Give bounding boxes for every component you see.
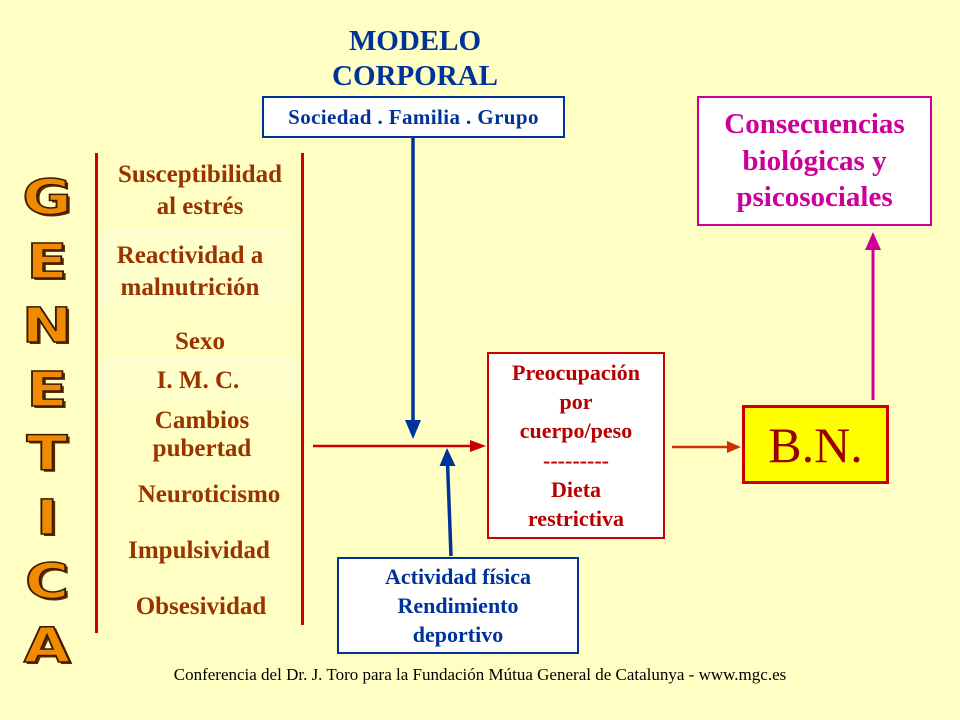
factor-line: Sexo — [175, 328, 225, 355]
society-label: Sociedad . Familia . Grupo — [288, 104, 539, 129]
factor-puberty-changes: Cambios pubertad — [102, 407, 302, 463]
factor-line: Neuroticismo — [137, 481, 281, 508]
factor-line: Impulsividad — [128, 537, 270, 564]
activity-line-2: Rendimiento — [397, 593, 519, 618]
factor-line: al estrés — [156, 193, 244, 220]
factor-obsessiveness: Obsesividad — [101, 591, 301, 623]
model-title-line-2: CORPORAL — [332, 60, 498, 92]
factor-line: Reactividad a — [116, 242, 264, 269]
footer-credit: Conferencia del Dr. J. Toro para la Fund… — [173, 665, 787, 684]
consequences-line-1: Consecuencias — [724, 108, 905, 141]
factor-line: Cambios — [154, 407, 250, 434]
society-to-center-arrow — [405, 137, 421, 439]
concern-to-bn-arrow — [672, 441, 741, 453]
factor-line: malnutrición — [120, 274, 260, 301]
factors-right-line — [301, 153, 304, 625]
concern-line-6: restrictiva — [527, 505, 625, 531]
genetics-vertical-label: GENETICA — [11, 169, 83, 683]
concern-separator: --------- — [543, 447, 609, 473]
factor-malnutrition-reactivity: Reactividad a malnutrición — [90, 240, 290, 304]
factors-left-line — [95, 153, 98, 633]
factor-line: I. M. C. — [156, 367, 240, 394]
consequences-box: Consecuencias biológicas y psicosociales — [697, 96, 932, 226]
concern-line-1: Preocupación — [512, 359, 640, 385]
factor-bmi: I. M. C. — [98, 365, 298, 397]
concern-line-2: por — [559, 389, 593, 415]
factor-stress-susceptibility: Susceptibilidad al estrés — [100, 159, 300, 223]
factor-line: pubertad — [152, 435, 252, 462]
factor-line: Obsesividad — [135, 593, 267, 620]
bn-label: B.N. — [768, 416, 863, 473]
consequences-line-2: biológicas y — [742, 144, 887, 177]
activity-box: Actividad física Rendimiento deportivo — [337, 557, 579, 654]
factor-neuroticism: Neuroticismo — [109, 479, 309, 511]
concern-diet-box: Preocupación por cuerpo/peso --------- D… — [487, 352, 665, 539]
activity-to-center-arrow — [439, 448, 456, 557]
model-title: MODELO CORPORAL — [315, 24, 515, 94]
model-title-line-1: MODELO — [348, 25, 482, 57]
factor-impulsivity: Impulsividad — [99, 535, 299, 567]
factor-line: Susceptibilidad — [118, 161, 282, 188]
bn-box: B.N. — [742, 405, 889, 484]
imc-highlight-box — [104, 360, 300, 402]
factors-to-concern-arrow — [313, 440, 486, 452]
reactivity-highlight-box — [104, 232, 290, 306]
bn-to-consequences-arrow — [865, 232, 881, 400]
concern-line-5: Dieta — [550, 476, 602, 502]
activity-line-3: deportivo — [412, 622, 504, 647]
factor-sex: Sexo — [100, 326, 300, 358]
concern-line-3: cuerpo/peso — [519, 418, 633, 444]
activity-line-1: Actividad física — [384, 564, 532, 589]
consequences-line-3: psicosociales — [736, 181, 893, 214]
society-box: Sociedad . Familia . Grupo — [262, 96, 565, 138]
